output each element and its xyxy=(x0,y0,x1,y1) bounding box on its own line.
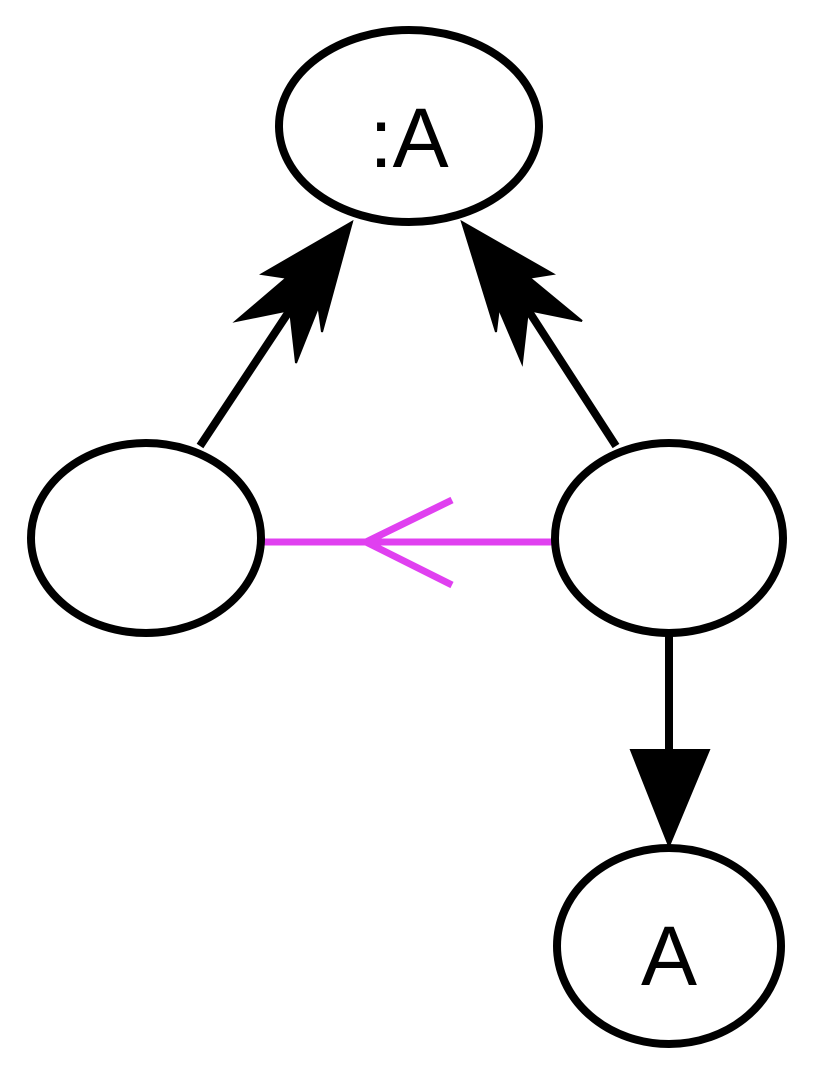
edge-right-to-top xyxy=(460,219,620,449)
node-top: :A xyxy=(275,26,543,226)
node-left xyxy=(27,439,265,637)
double-arrowhead xyxy=(259,219,354,333)
node-bottom-label: A xyxy=(641,909,697,1003)
node-top-label: :A xyxy=(369,91,448,185)
node-bottom: A xyxy=(553,844,785,1048)
open-arrowhead xyxy=(358,496,454,589)
edge-left-to-top xyxy=(196,219,354,449)
filled-arrowhead xyxy=(629,749,711,849)
edge-right-to-bottom xyxy=(629,632,711,849)
double-arrowhead xyxy=(460,219,556,333)
edge-right-to-left xyxy=(262,496,555,589)
node-right xyxy=(551,439,787,637)
